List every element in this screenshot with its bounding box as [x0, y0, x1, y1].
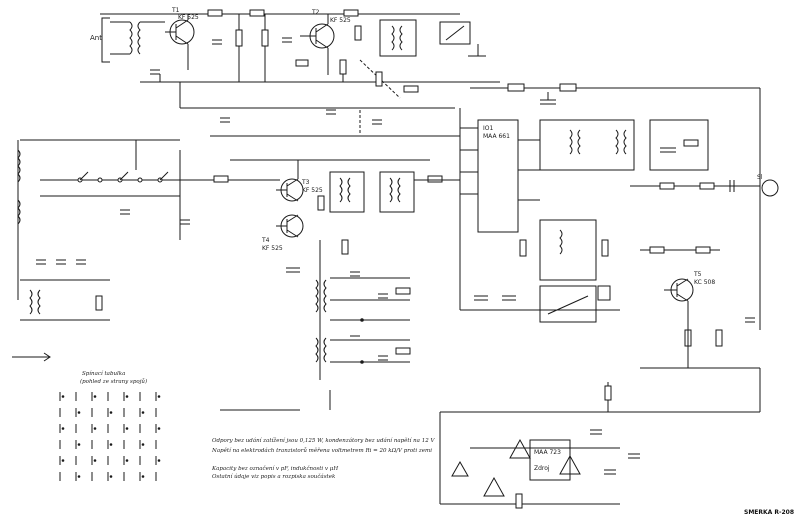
note-line-3: Kapacity bez označení v pF, indukčnosti … — [211, 465, 338, 472]
band-coil-2 — [315, 279, 319, 313]
switch-contact-dot — [93, 459, 97, 462]
if-ic-section: IO1 MAA 661 Sl — [459, 83, 779, 369]
power-supply: MAA 723 Zdroj — [439, 368, 761, 509]
svg-text:T1: T1 — [171, 7, 180, 14]
antenna-label: Ant — [90, 34, 102, 42]
switch-contact-dot — [109, 475, 113, 478]
switch-contact-dot — [157, 427, 161, 430]
svg-text:MAA 723: MAA 723 — [534, 449, 561, 456]
if-transformer-1 — [391, 25, 395, 51]
switch-table: Spínací tabulka (pohled ze strany spojů) — [59, 370, 161, 481]
rf-top-section: Ant T1 KF 525 T2 KF — [90, 7, 500, 137]
switch-table-title: Spínací tabulka — [82, 370, 125, 377]
switch-table-subtitle: (pohled ze strany spojů) — [80, 378, 147, 385]
svg-text:T5: T5 — [693, 271, 702, 278]
switch-contact-dot — [77, 475, 81, 478]
input-coil — [129, 21, 133, 55]
svg-text:KF 525: KF 525 — [330, 17, 351, 24]
svg-text:KF 525: KF 525 — [302, 187, 323, 194]
switch-contact-dot — [125, 459, 129, 462]
note-line-2: Napětí na elektrodách tranzistorů měřena… — [211, 447, 432, 454]
zener-diode — [483, 476, 505, 497]
switch-contact-dot — [125, 427, 129, 430]
if-filter-block — [539, 119, 635, 171]
switch-contact-dot — [157, 459, 161, 462]
left-input-section — [12, 139, 280, 362]
svg-text:Sl: Sl — [757, 174, 763, 181]
note-line-1: Odpory bez udání zatížení jsou 0,125 W, … — [212, 437, 435, 444]
switch-contact-dot — [141, 475, 145, 478]
diode-bridge-1 — [509, 438, 531, 459]
switch-contact-dot — [77, 443, 81, 446]
switch-contact-dot — [61, 427, 65, 430]
svg-text:T2: T2 — [311, 9, 320, 16]
switch-contact-dot — [109, 411, 113, 414]
switch-contact-dot — [157, 395, 161, 398]
tuning-capacitor — [439, 21, 471, 45]
switch-contact-dot — [109, 443, 113, 446]
output-jack — [761, 179, 779, 197]
switch-contact-dot — [61, 395, 65, 398]
ic-io1 — [477, 119, 519, 233]
diagram-caption: SMERKA R-208 — [744, 509, 794, 516]
switch-table-grid — [59, 392, 161, 481]
svg-text:KC 508: KC 508 — [694, 279, 715, 286]
switch-contact-dot — [141, 411, 145, 414]
antenna-connector — [101, 17, 110, 63]
osc-section: T3 KF 525 T4 KF 525 — [220, 159, 460, 411]
switch-contact-dot — [61, 459, 65, 462]
regulator-block — [529, 439, 571, 481]
switch-contact-dot — [93, 427, 97, 430]
switch-contact-dot — [77, 411, 81, 414]
svg-text:MAA 661: MAA 661 — [483, 133, 510, 140]
svg-text:T3: T3 — [301, 179, 310, 186]
notes-block: Odpory bez udání zatížení jsou 0,125 W, … — [211, 437, 435, 480]
switch-contact-dot — [125, 395, 129, 398]
svg-text:T4: T4 — [261, 237, 270, 244]
svg-text:IO1: IO1 — [483, 125, 493, 132]
switch-contact-dot — [93, 395, 97, 398]
switch-contact-dot — [141, 443, 145, 446]
note-line-4: Ostatní údaje viz popis a rozpiska součá… — [212, 473, 336, 480]
svg-text:Zdroj: Zdroj — [534, 465, 550, 472]
svg-text:KF 525: KF 525 — [262, 245, 283, 252]
